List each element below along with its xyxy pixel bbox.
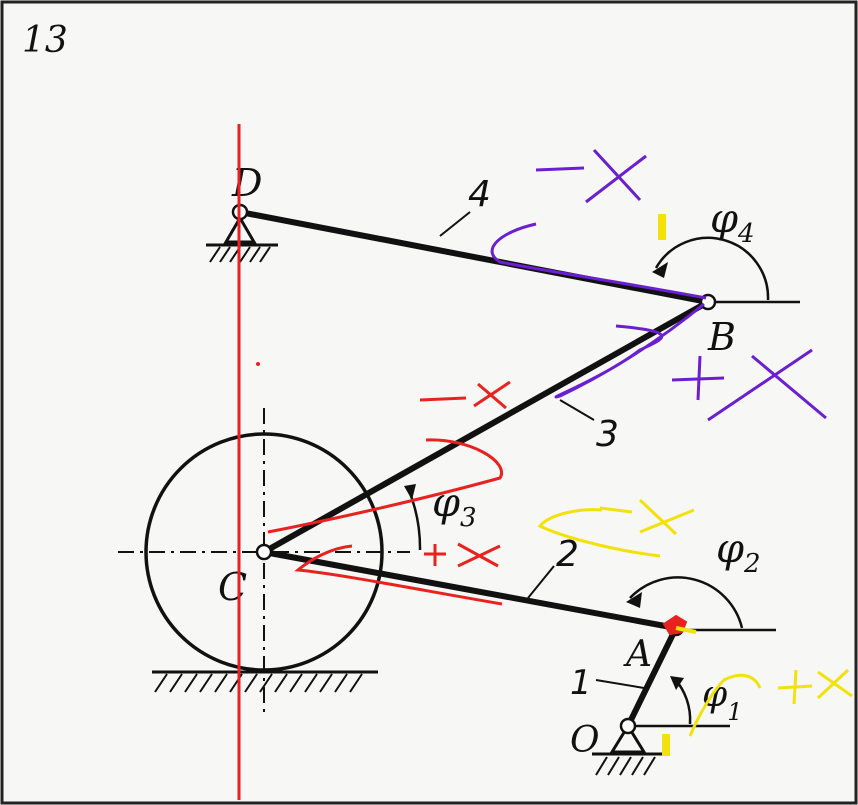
red-annotation-low — [424, 542, 501, 568]
link-label-3: 3 — [596, 414, 619, 455]
ground-support-d — [206, 215, 278, 263]
red-annotation-mid — [419, 380, 511, 410]
angle-arc-phi3 — [406, 487, 422, 551]
point-label-a: A — [623, 634, 652, 675]
link-3-bar — [262, 299, 710, 555]
angle-arrow-phi3 — [404, 484, 416, 500]
angle-arrow-phi1 — [670, 676, 684, 690]
yellow-tick-bottom — [662, 734, 670, 756]
leader-link-2 — [527, 565, 555, 599]
purple-annotation-top — [535, 148, 647, 204]
angle-arc-phi2 — [629, 576, 744, 629]
joint-o — [619, 717, 637, 735]
angle-arrow-phi2 — [626, 592, 642, 608]
angle-label-phi4: φ4 — [710, 196, 755, 249]
link-label-1: 1 — [570, 663, 592, 703]
yellow-annotation-low — [688, 668, 853, 737]
ground-support-o — [592, 723, 666, 776]
leader-link-3 — [559, 399, 595, 421]
yellow-mark-a — [675, 626, 697, 634]
link-label-2: 2 — [556, 534, 579, 575]
joint-c — [255, 543, 273, 561]
link-4-bar — [239, 209, 709, 305]
point-label-c: C — [218, 565, 247, 609]
link-label-4: 4 — [468, 174, 491, 215]
figure-number: 13 — [22, 20, 68, 61]
leader-link-4 — [439, 211, 471, 237]
yellow-annotation-mid — [537, 498, 695, 558]
angle-label-phi3: φ3 — [432, 480, 477, 533]
red-scribble-link2 — [294, 544, 503, 606]
ground-surface-wheel — [152, 670, 378, 693]
link-1-bar — [625, 626, 679, 728]
point-label-o: O — [570, 720, 600, 761]
point-label-b: B — [707, 315, 736, 359]
purple-scribble-link4 — [490, 222, 707, 300]
angle-arc-phi4 — [654, 236, 770, 301]
angle-label-phi2: φ2 — [716, 526, 761, 579]
point-label-d: D — [231, 161, 262, 205]
link-2-bar — [263, 549, 677, 631]
angle-label-phi1: φ1 — [702, 674, 743, 726]
red-scribble-link3 — [267, 438, 504, 534]
leader-link-1 — [595, 679, 645, 689]
purple-scribble-link3 — [554, 302, 705, 399]
purple-annotation-right — [671, 348, 827, 422]
yellow-tick-top — [658, 214, 666, 240]
red-dot — [256, 362, 260, 366]
angle-arrow-phi4 — [652, 262, 668, 278]
